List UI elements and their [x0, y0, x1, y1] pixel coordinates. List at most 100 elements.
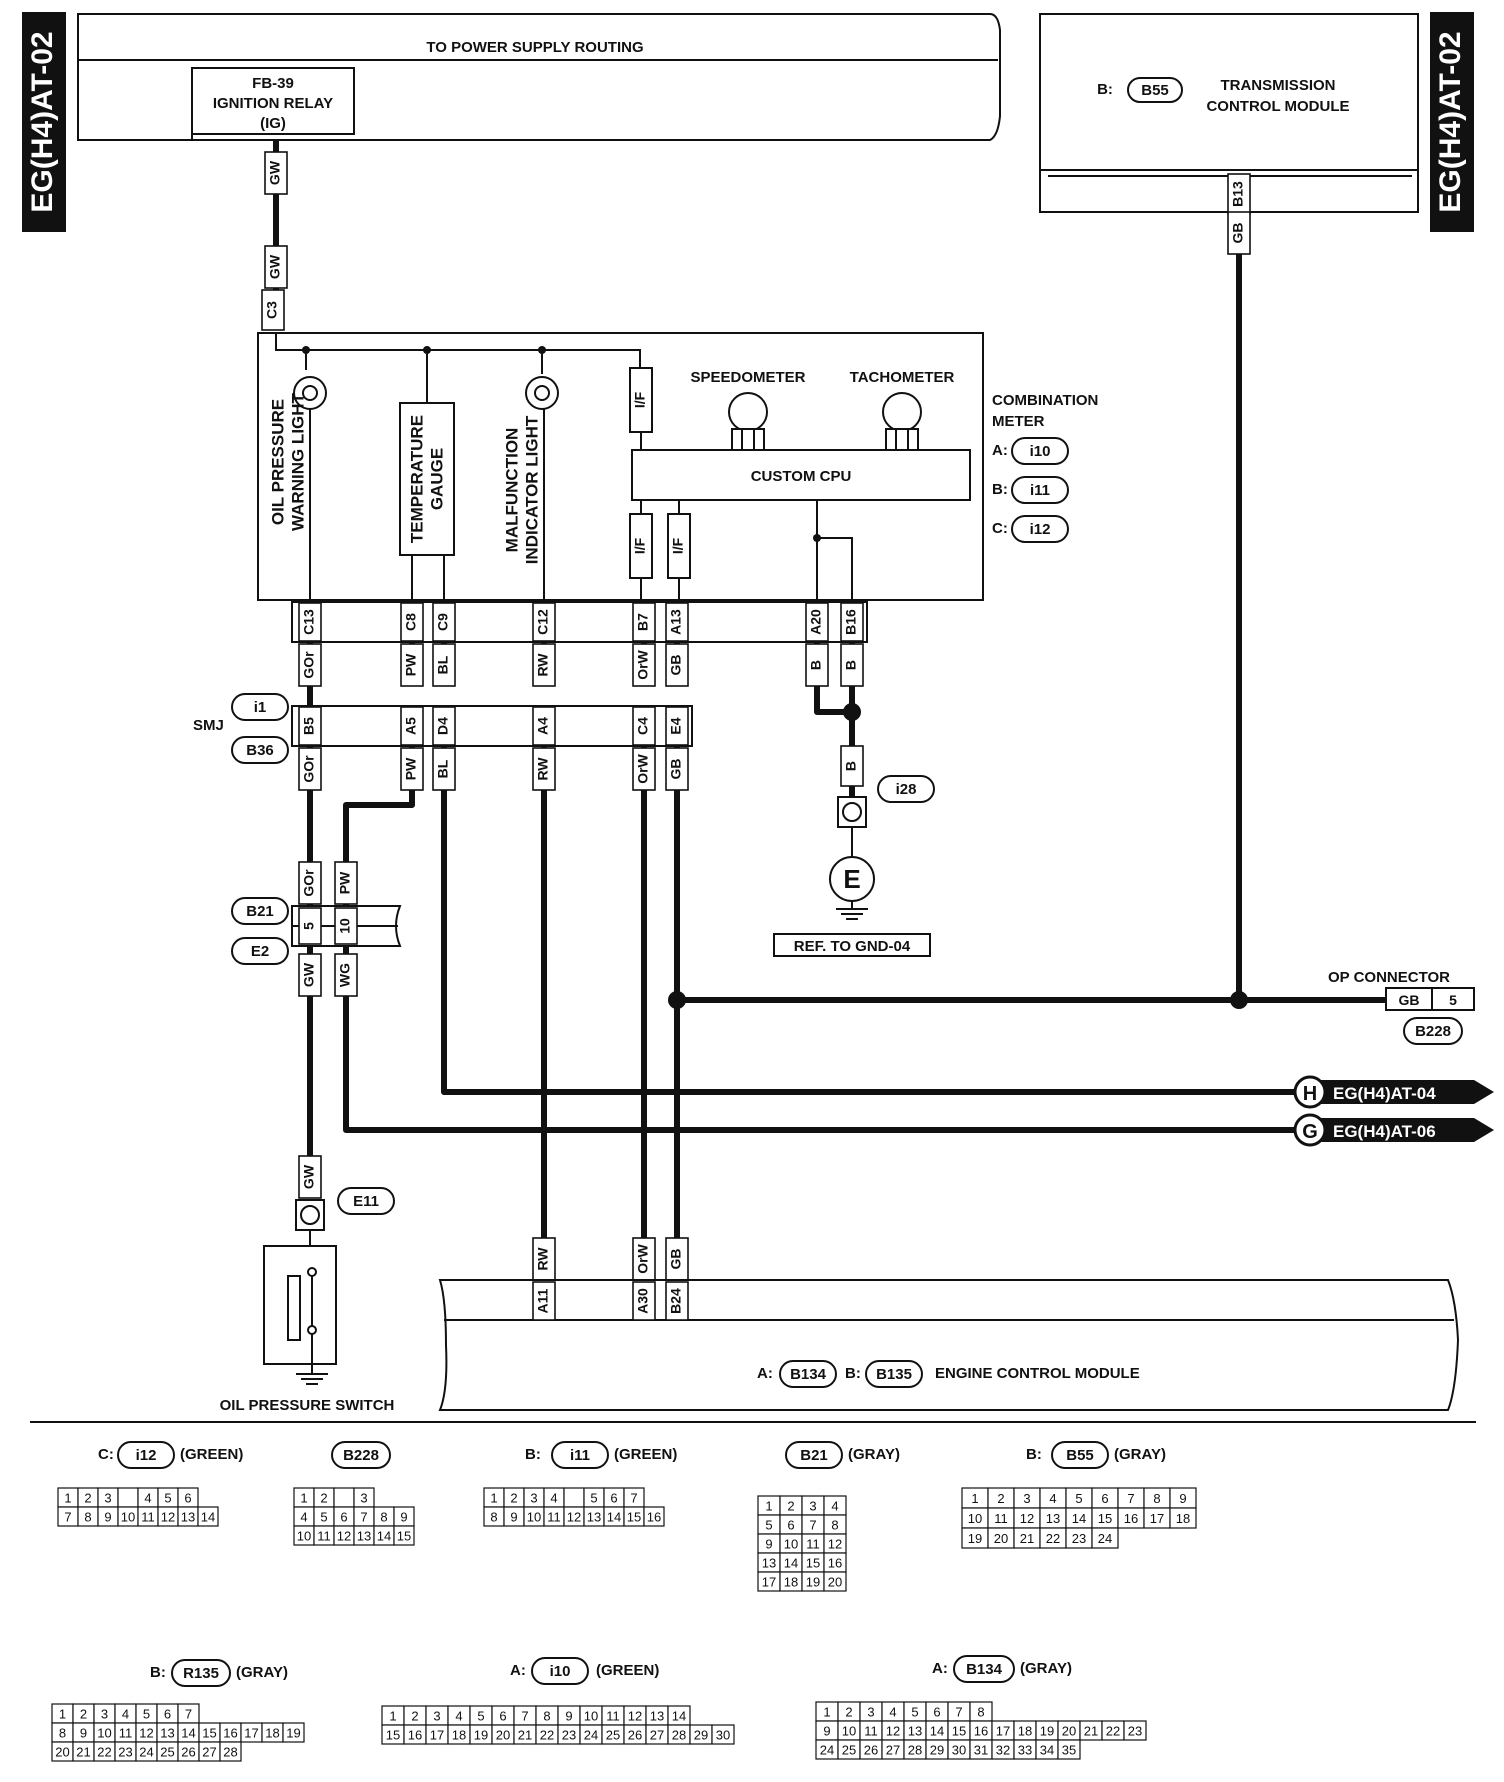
legend-pin-number: 14	[1072, 1511, 1086, 1526]
svg-text:B:: B:	[1026, 1446, 1042, 1463]
meter-pin-c9: C9	[432, 602, 456, 642]
power-supply-title: TO POWER SUPPLY ROUTING	[426, 39, 643, 56]
legend-pin-number: 5	[765, 1518, 772, 1533]
svg-text:GB: GB	[668, 655, 684, 676]
legend-pin-number: 11	[994, 1511, 1008, 1526]
svg-text:TEMPERATURE: TEMPERATURE	[407, 415, 426, 543]
smj-pin-b5: B5	[298, 706, 322, 746]
legend-pin-number: 25	[160, 1745, 174, 1760]
svg-text:BL: BL	[435, 759, 451, 778]
legend-pin-number: 7	[64, 1510, 71, 1525]
legend-pin-number: 11	[864, 1724, 878, 1739]
legend-r135-code: R135	[183, 1665, 219, 1682]
legend-pin-number: 6	[184, 1491, 191, 1506]
legend-pin-number: 12	[628, 1709, 642, 1724]
meter-pin-strip	[291, 601, 868, 643]
legend-pin-number: 21	[518, 1728, 532, 1743]
legend-pin-number: 13	[357, 1529, 371, 1544]
wire-label-pw-1: PW	[400, 643, 424, 687]
wire-label-gb-2: GB	[665, 747, 689, 791]
wire-label-gor-3: GOr	[298, 861, 322, 905]
junction-pin-10: 10	[337, 918, 353, 934]
svg-text:RW: RW	[535, 1247, 551, 1271]
legend-pin-number: 18	[784, 1575, 798, 1590]
legend-pin-number: 4	[831, 1499, 838, 1514]
meter-pin-b16: B16	[840, 602, 864, 642]
svg-text:B5: B5	[301, 717, 317, 735]
svg-text:A:: A:	[510, 1662, 526, 1679]
svg-text:EG(H4)AT-06: EG(H4)AT-06	[1333, 1122, 1436, 1141]
svg-text:(GREEN): (GREEN)	[614, 1446, 677, 1463]
svg-text:GOr: GOr	[301, 869, 317, 897]
legend-pin-number: 27	[202, 1745, 216, 1760]
speedometer-label: SPEEDOMETER	[690, 369, 805, 386]
legend-pin-cell	[643, 1506, 665, 1527]
svg-text:CONTROL MODULE: CONTROL MODULE	[1206, 98, 1349, 115]
legend-pin-number: 22	[1046, 1531, 1060, 1546]
meter-pin-c12: C12	[532, 602, 556, 642]
legend-pin-number: 19	[1040, 1724, 1054, 1739]
svg-text:GB: GB	[668, 1249, 684, 1270]
svg-text:INDICATOR LIGHT: INDICATOR LIGHT	[522, 415, 541, 564]
wire-label-bl-1: BL	[432, 643, 456, 687]
svg-text:A30: A30	[635, 1288, 651, 1314]
legend-pin-number: 3	[101, 1707, 108, 1722]
smj-pin-d4: D4	[432, 706, 456, 746]
legend-pin-number: 14	[377, 1529, 391, 1544]
legend-pin-number: 20	[828, 1575, 842, 1590]
legend-pin-number: 13	[762, 1556, 776, 1571]
legend-pin-number: 9	[80, 1726, 87, 1741]
legend-pin-number: 15	[806, 1556, 820, 1571]
legend-pin-number: 1	[971, 1491, 978, 1506]
relay-sub: (IG)	[260, 115, 286, 132]
legend-pin-number: 24	[584, 1728, 598, 1743]
wire-label-pw-2: PW	[400, 747, 424, 791]
legend-pin-number: 20	[1062, 1724, 1076, 1739]
svg-text:EG(H4)AT-02: EG(H4)AT-02	[1434, 31, 1467, 212]
legend-pin-number: 1	[300, 1491, 307, 1506]
custom-cpu-box	[631, 449, 971, 501]
legend-pin-number: 7	[360, 1510, 367, 1525]
legend-pin-number: 9	[1179, 1491, 1186, 1506]
legend-pin-number: 7	[955, 1705, 962, 1720]
legend-pin-number: 20	[994, 1531, 1008, 1546]
wire-label-orw-ecm: OrW	[632, 1237, 656, 1281]
smj-pin-e4: E4	[665, 706, 689, 746]
legend-pin-number: 19	[474, 1728, 488, 1743]
legend-pin-number: 2	[845, 1705, 852, 1720]
wire-labels: GW GW GB GOr PW BL RW OrW GB B B GOr PW …	[264, 151, 1251, 1281]
svg-text:(GRAY): (GRAY)	[848, 1446, 900, 1463]
svg-text:GW: GW	[301, 1164, 317, 1189]
svg-text:PW: PW	[403, 757, 419, 780]
svg-text:GB: GB	[668, 759, 684, 780]
svg-text:GW: GW	[267, 160, 283, 185]
wires	[273, 140, 1386, 1240]
legend-pin-number: 8	[84, 1510, 91, 1525]
engine-control-module: A11 A30 B24 A: B134 B: B135 ENGINE CONTR…	[438, 1279, 1460, 1411]
smj-code-2: B36	[246, 742, 274, 759]
legend-pin-number: 25	[606, 1728, 620, 1743]
ecm-connector-a: B134	[790, 1366, 827, 1383]
svg-text:GOr: GOr	[301, 755, 317, 783]
legend-pin-cell	[823, 1571, 847, 1592]
op-connector-pin: 5	[1449, 992, 1457, 1008]
legend-pin-number: 3	[360, 1491, 367, 1506]
legend-pin-cell	[711, 1724, 735, 1745]
legend-i10-code: i10	[550, 1663, 571, 1680]
legend-pin-number: 9	[823, 1724, 830, 1739]
legend-titles: C: i12 (GREEN) B228 B: i11 (GREEN) B21 (…	[98, 1441, 1166, 1687]
legend-pin-number: 15	[202, 1726, 216, 1741]
legend-pin-number: 15	[952, 1724, 966, 1739]
svg-text:PW: PW	[403, 653, 419, 676]
legend-pin-number: 12	[1020, 1511, 1034, 1526]
legend-pin-cell	[1057, 1739, 1081, 1760]
legend-pin-number: 4	[122, 1707, 129, 1722]
svg-text:EG(H4)AT-04: EG(H4)AT-04	[1333, 1084, 1436, 1103]
svg-text:OrW: OrW	[635, 649, 651, 679]
legend-pin-number: 18	[1176, 1511, 1190, 1526]
smj-code-1: i1	[254, 699, 267, 716]
